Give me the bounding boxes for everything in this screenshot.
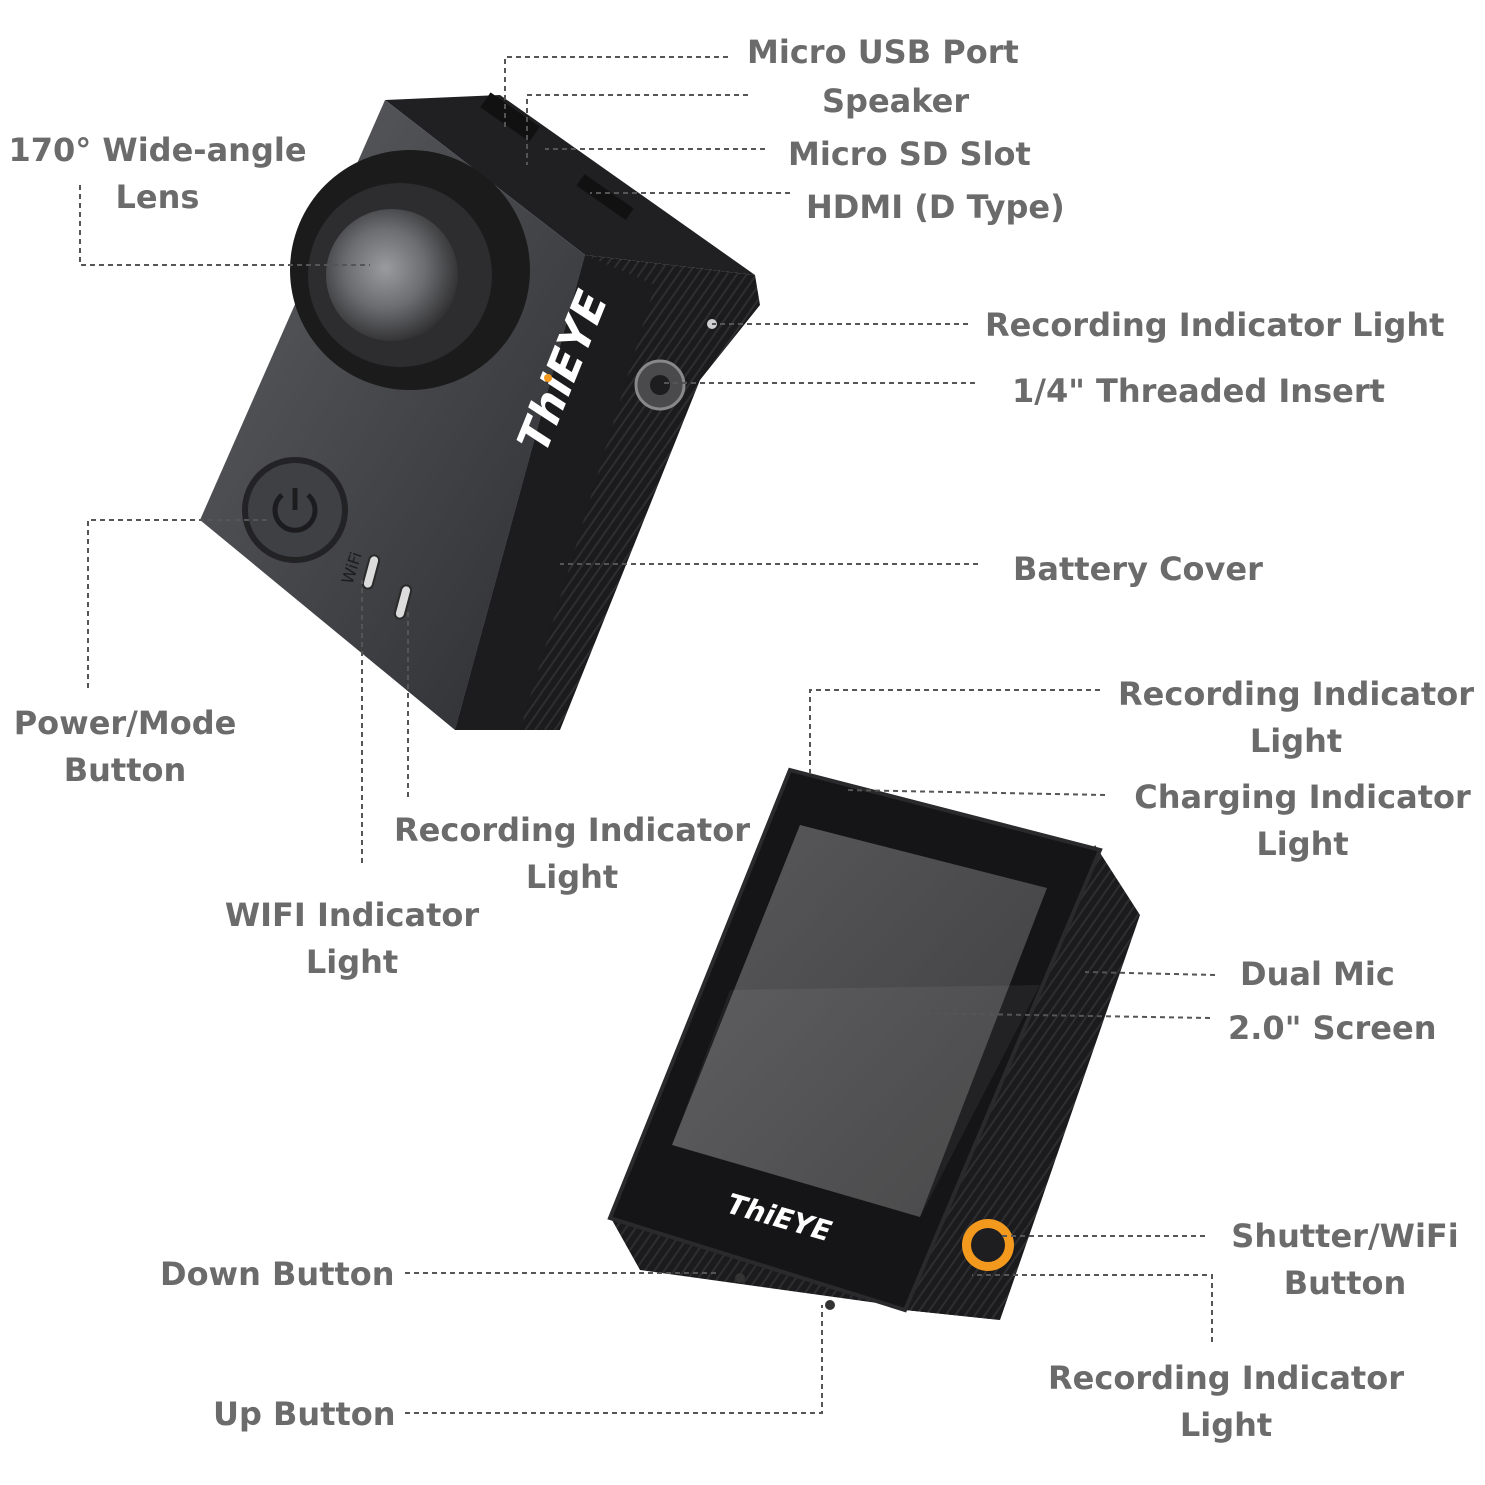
rear-bottom-ribbed — [612, 1220, 1000, 1320]
leader-lines — [79, 56, 1216, 1414]
rec-led-slot — [393, 584, 413, 620]
label-battery-cover: Battery Cover — [1013, 550, 1263, 588]
usb-port-slot — [480, 92, 540, 142]
label-front-recording-light: Recording Indicator Light — [394, 811, 750, 896]
logo-dot — [544, 374, 552, 382]
leader-dual-mic — [1084, 971, 1216, 976]
label-micro-usb-port: Micro USB Port — [747, 33, 1019, 71]
leader-power-mode — [87, 519, 270, 688]
camera-front-view: ThiEYE WiFi — [200, 92, 760, 730]
leader-rear-rec-light — [809, 689, 1100, 775]
rear-side-ribbed — [905, 845, 1140, 1320]
camera-top-face — [385, 95, 755, 275]
label-screen: 2.0" Screen — [1228, 1009, 1437, 1047]
camera-rear-view: ThiEYE — [607, 767, 1140, 1320]
power-icon — [272, 493, 318, 533]
label-hdmi: HDMI (D Type) — [806, 188, 1065, 226]
label-shutter-wifi-button: Shutter/WiFi Button — [1231, 1217, 1459, 1302]
leader-lens — [79, 185, 370, 266]
wifi-led-slot — [361, 554, 381, 590]
hdmi-port-slot — [576, 174, 634, 220]
label-up-button: Up Button — [213, 1395, 396, 1433]
label-threaded-insert: 1/4" Threaded Insert — [1012, 372, 1385, 410]
label-dual-mic: Dual Mic — [1240, 955, 1395, 993]
screen-glare — [672, 985, 1040, 1217]
label-rear-recording-light: Recording Indicator Light — [1118, 675, 1474, 760]
leader-speaker — [526, 94, 748, 165]
label-wifi-light: WIFI Indicator Light — [224, 896, 480, 981]
down-button-dot — [735, 1273, 745, 1283]
leader-charging-light — [844, 789, 1106, 796]
leader-shutter-rec-light — [972, 1274, 1213, 1342]
label-charging-light: Charging Indicator Light — [1134, 778, 1471, 863]
up-button-dot — [825, 1300, 835, 1310]
rear-screen — [672, 825, 1047, 1217]
leader-screen — [849, 1011, 1211, 1019]
lens-glass — [326, 209, 458, 341]
camera-logo-strip — [455, 255, 655, 730]
leader-up-button — [405, 1305, 823, 1414]
leader-micro-usb — [504, 56, 728, 128]
label-speaker: Speaker — [822, 82, 970, 120]
label-down-button: Down Button — [160, 1255, 395, 1293]
label-shutter-recording-light: Recording Indicator Light — [1048, 1359, 1404, 1444]
label-side-recording-light: Recording Indicator Light — [985, 306, 1445, 344]
threaded-insert-center — [650, 375, 670, 395]
label-wide-angle-lens: 170° Wide-angle Lens — [8, 131, 307, 216]
label-power-mode-button: Power/Mode Button — [13, 704, 237, 789]
label-micro-sd-slot: Micro SD Slot — [788, 135, 1031, 173]
shutter-button-face — [971, 1228, 1005, 1262]
